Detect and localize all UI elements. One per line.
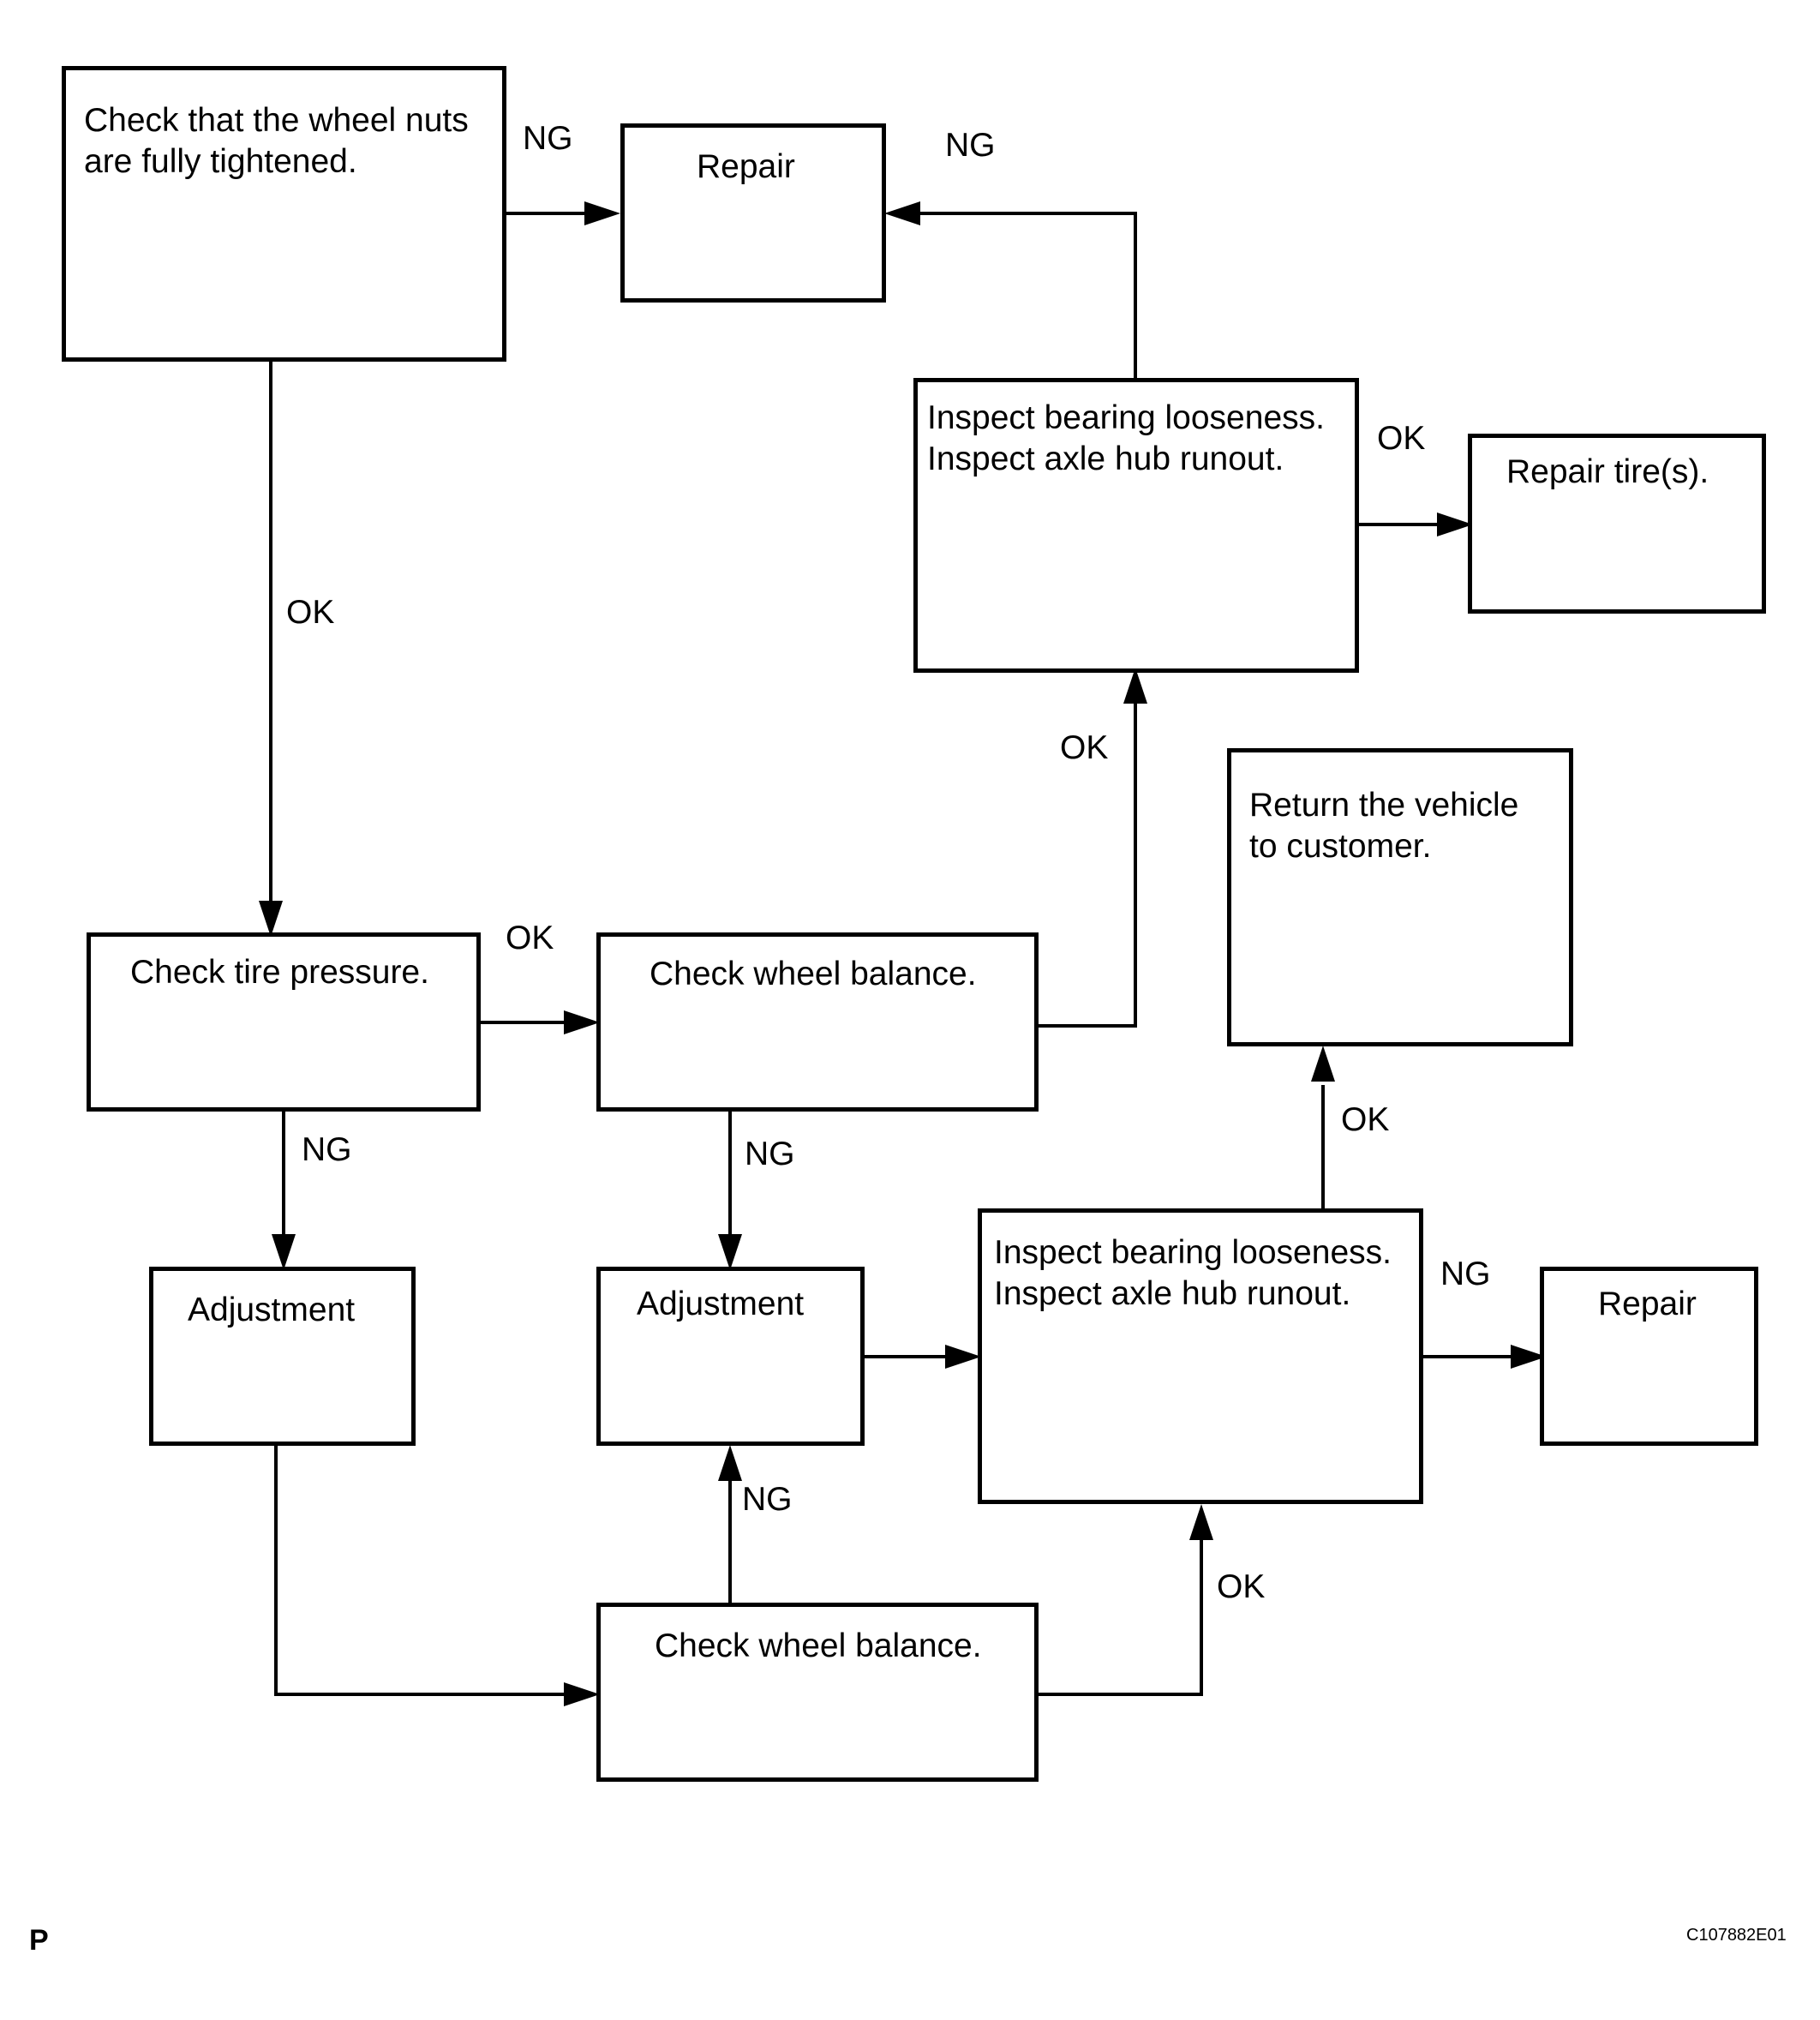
label-ok-inspect-to-return: OK (1341, 1101, 1390, 1138)
box-repair-top-text: Repair (697, 148, 795, 185)
label-ng-balance-to-adjust: NG (745, 1136, 795, 1172)
label-ng-nuts-to-repair: NG (523, 120, 573, 157)
box-inspect-top-text: Inspect bearing looseness. Inspect axle … (927, 399, 1325, 477)
box-check-wheel-balance-1: Check wheel balance. (596, 932, 1039, 1112)
connector-inspect-to-repair (919, 212, 1137, 380)
arrowhead (1123, 668, 1147, 704)
connector-adjust-to-balance2 (274, 1445, 568, 1696)
arrowhead (564, 1010, 600, 1034)
box-adjustment-mid-text: Adjustment (637, 1286, 805, 1322)
connector-balance2-to-inspect (1037, 1537, 1203, 1696)
box-repair-right-text: Repair (1598, 1286, 1697, 1322)
box-inspect-bottom: Inspect bearing looseness. Inspect axle … (978, 1208, 1423, 1504)
arrowhead (259, 901, 283, 937)
arrowhead (584, 201, 620, 225)
arrowhead (564, 1682, 600, 1706)
connector-balance-to-inspect (1037, 698, 1137, 1028)
arrowhead (718, 1445, 742, 1481)
box-repair-tires: Repair tire(s). (1468, 434, 1766, 614)
box-adjustment-left-text: Adjustment (188, 1292, 356, 1328)
label-ok-inspect-to-tires: OK (1377, 420, 1426, 457)
label-ok-balance2-to-inspect: OK (1217, 1568, 1266, 1605)
arrowhead (1189, 1504, 1213, 1540)
box-adjustment-mid: Adjustment (596, 1267, 865, 1446)
box-return-vehicle: Return the vehicle to customer. (1227, 748, 1573, 1046)
box-inspect-bottom-text: Inspect bearing looseness. Inspect axle … (994, 1234, 1392, 1312)
box-check-wheel-nuts-text: Check that the wheel nuts are fully tigh… (84, 102, 469, 180)
box-check-wheel-balance-1-text: Check wheel balance. (650, 956, 977, 992)
box-return-vehicle-text: Return the vehicle to customer. (1249, 787, 1519, 865)
box-check-wheel-balance-2: Check wheel balance. (596, 1603, 1039, 1782)
box-check-tire-pressure: Check tire pressure. (87, 932, 481, 1112)
box-check-wheel-nuts: Check that the wheel nuts are fully tigh… (62, 66, 506, 362)
box-repair-right: Repair (1540, 1267, 1758, 1446)
box-repair-top: Repair (620, 123, 886, 303)
arrowhead (945, 1345, 981, 1369)
label-ok-nuts-to-pressure: OK (286, 594, 335, 631)
label-ok-balance-to-inspect: OK (1060, 729, 1109, 766)
arrowhead (1437, 512, 1473, 536)
arrowhead (1511, 1345, 1547, 1369)
arrowhead (884, 201, 920, 225)
box-repair-tires-text: Repair tire(s). (1506, 453, 1709, 490)
box-check-tire-pressure-text: Check tire pressure. (130, 954, 429, 991)
box-inspect-top: Inspect bearing looseness. Inspect axle … (913, 378, 1359, 673)
label-ng-inspect-to-repair: NG (945, 127, 996, 164)
label-ok-pressure-to-balance: OK (506, 920, 554, 956)
arrowhead (272, 1234, 296, 1270)
arrowhead (718, 1234, 742, 1270)
label-ng-balance2-to-adjust: NG (742, 1481, 793, 1518)
arrowhead (1311, 1046, 1335, 1082)
box-check-wheel-balance-2-text: Check wheel balance. (655, 1627, 982, 1664)
label-ng-inspect-to-repair-right: NG (1440, 1256, 1491, 1292)
box-adjustment-left: Adjustment (149, 1267, 416, 1446)
page-mark-p: P (29, 1924, 49, 1957)
label-ng-pressure-to-adjust: NG (302, 1131, 352, 1168)
figure-code: C107882E01 (1686, 1926, 1787, 1945)
